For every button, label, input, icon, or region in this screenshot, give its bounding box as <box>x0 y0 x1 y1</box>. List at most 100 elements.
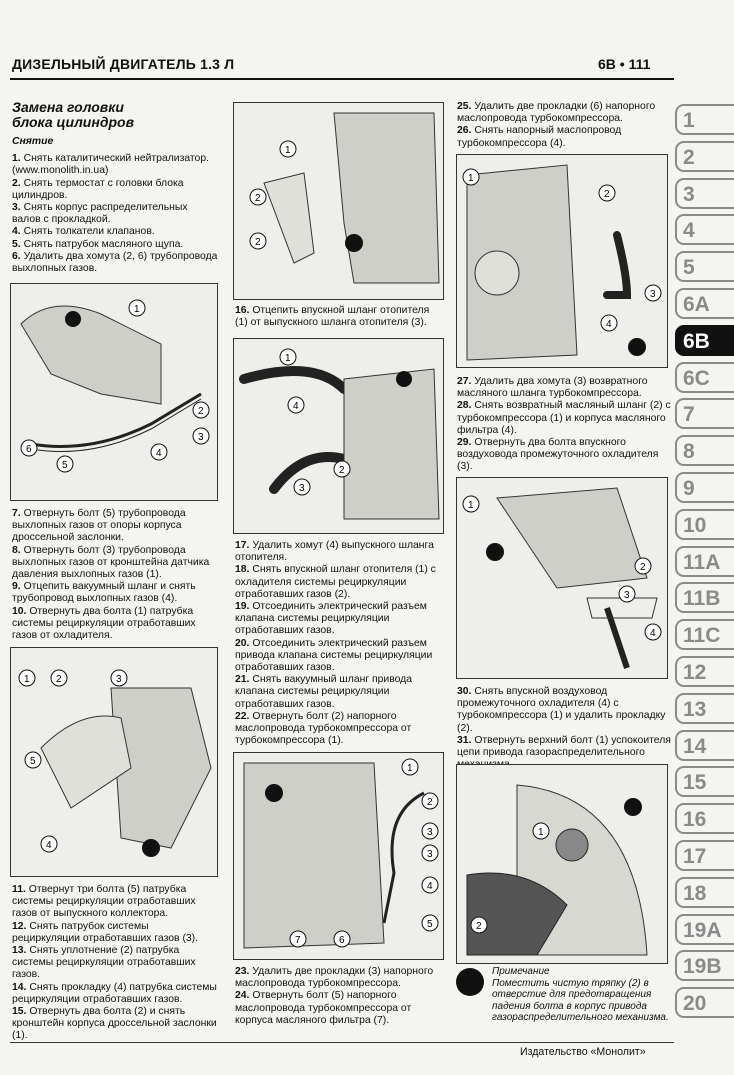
svg-text:7: 7 <box>295 935 301 946</box>
step: 21. Снять вакуумный шланг привода клапан… <box>235 674 413 710</box>
middle-column-2: 17. Удалить хомут (4) выпускного шланга … <box>235 540 443 747</box>
tab-13[interactable]: 13 <box>675 692 734 724</box>
svg-text:1: 1 <box>538 827 544 838</box>
figure-chain-damper: 1 2 <box>456 764 668 964</box>
svg-text:2: 2 <box>255 193 261 204</box>
tab-17[interactable]: 17 <box>675 839 734 871</box>
svg-text:1: 1 <box>24 674 30 685</box>
chapter-tabs: 1 2 3 4 5 6A 6B 6C 7 8 9 10 11A 11B 11C … <box>675 104 734 1024</box>
svg-text:3: 3 <box>624 590 630 601</box>
step: 30. Снять впускной воздуховод промежуточ… <box>457 686 666 734</box>
tab-8[interactable]: 8 <box>675 435 734 467</box>
figure-oil-feed-pipe-drawing: 1 2 3 3 4 5 6 7 <box>243 758 439 949</box>
tab-16[interactable]: 16 <box>675 803 734 835</box>
svg-text:4: 4 <box>606 319 612 330</box>
tab-6a[interactable]: 6A <box>675 287 734 319</box>
tab-19a[interactable]: 19A <box>675 913 734 945</box>
header-rule <box>10 78 674 80</box>
svg-text:3: 3 <box>299 483 305 494</box>
svg-text:1: 1 <box>134 304 140 315</box>
figure-throttle-bracket: 1 2 2 <box>233 102 444 300</box>
step: 3. Снять корпус распределительных валов … <box>12 202 188 226</box>
svg-text:3: 3 <box>198 432 204 443</box>
tab-18[interactable]: 18 <box>675 876 734 908</box>
tab-1[interactable]: 1 <box>675 104 734 135</box>
step: 18. Снять впускной шланг отопителя (1) с… <box>235 564 436 600</box>
svg-text:3: 3 <box>116 674 122 685</box>
step: 2. Снять термостат с головки блока цилин… <box>12 177 184 201</box>
step: 5. Снять патрубок масляного щупа. <box>12 238 184 250</box>
tab-6c[interactable]: 6C <box>675 361 734 393</box>
svg-text:3: 3 <box>650 289 656 300</box>
tab-4[interactable]: 4 <box>675 214 734 246</box>
svg-text:6: 6 <box>26 444 32 455</box>
tab-3[interactable]: 3 <box>675 177 734 209</box>
left-column-bottom: 11. Отвернут три болта (5) патрубка сист… <box>12 884 218 1043</box>
figure-egr-pipe-drawing: 1 2 3 5 4 <box>18 669 212 857</box>
step: 26. Снять напорный маслопровод турбокомп… <box>457 125 622 149</box>
step: 20. Отсоединить электрический разъем при… <box>235 637 433 674</box>
tab-11a[interactable]: 11A <box>675 545 734 577</box>
svg-text:1: 1 <box>285 145 291 156</box>
svg-text:2: 2 <box>56 674 62 685</box>
right-column-3: 30. Снять впускной воздуховод промежуточ… <box>457 686 671 771</box>
tab-6b[interactable]: 6B <box>675 324 734 356</box>
step: 14. Снять прокладку (4) патрубка системы… <box>12 981 217 1005</box>
right-column-2: 27. Удалить два хомута (3) возвратного м… <box>457 376 671 474</box>
note-title: Примечание <box>492 966 550 977</box>
svg-text:4: 4 <box>650 628 656 639</box>
step: 17. Удалить хомут (4) выпускного шланга … <box>235 540 434 564</box>
svg-text:4: 4 <box>427 881 433 892</box>
figure-egr-pipe: 1 2 3 5 4 <box>10 647 218 877</box>
left-column-top: Замена головки блока цилиндров Снятие 1.… <box>12 100 218 275</box>
step: 19. Отсоединить электрический разъем кла… <box>235 601 427 637</box>
svg-text:2: 2 <box>339 465 345 476</box>
svg-text:1: 1 <box>407 763 413 774</box>
svg-text:1: 1 <box>468 500 474 511</box>
figure-oil-feed-pipe: 1 2 3 3 4 5 6 7 <box>233 752 444 960</box>
svg-text:2: 2 <box>640 562 646 573</box>
tab-11c[interactable]: 11C <box>675 619 734 651</box>
tab-19b[interactable]: 19B <box>675 950 734 982</box>
section-title: Замена головки блока цилиндров <box>12 99 135 130</box>
svg-text:4: 4 <box>156 448 162 459</box>
step: 29. Отвернуть два болта впускного воздух… <box>457 437 659 473</box>
figure-heater-hoses: 1 4 2 3 <box>233 338 444 534</box>
footer-rule <box>10 1042 674 1043</box>
svg-text:5: 5 <box>62 460 68 471</box>
tab-9[interactable]: 9 <box>675 471 734 503</box>
svg-text:5: 5 <box>427 919 433 930</box>
step: 28. Снять возвратный масляный шланг (2) … <box>457 400 671 436</box>
figure-exhaust-pipe: 1 2 3 4 5 6 <box>10 283 218 501</box>
middle-column-3: 23. Удалить две прокладки (3) напорного … <box>235 966 445 1027</box>
tab-2[interactable]: 2 <box>675 140 734 172</box>
svg-text:3: 3 <box>427 849 433 860</box>
step: 8. Отвернуть болт (3) трубопровода выхло… <box>12 544 210 581</box>
svg-text:2: 2 <box>427 797 433 808</box>
svg-text:2: 2 <box>198 406 204 417</box>
step: 7. Отвернуть болт (5) трубопровода выхло… <box>12 508 186 544</box>
svg-text:6: 6 <box>339 935 345 946</box>
tab-10[interactable]: 10 <box>675 508 734 540</box>
step: 25. Удалить две прокладки (6) напорного … <box>457 101 656 125</box>
tab-14[interactable]: 14 <box>675 729 734 761</box>
figure-throttle-bracket-drawing: 1 2 2 <box>249 112 440 284</box>
tab-20[interactable]: 20 <box>675 987 734 1019</box>
tab-7[interactable]: 7 <box>675 398 734 430</box>
svg-text:2: 2 <box>604 189 610 200</box>
section-subtitle: Снятие <box>12 136 54 147</box>
tab-5[interactable]: 5 <box>675 251 734 283</box>
step: 13. Снять уплотнение (2) патрубка систем… <box>12 945 196 981</box>
figure-oil-return-hose: 1 2 3 4 <box>456 154 668 368</box>
footer-publisher: Издательство «Монолит» <box>520 1046 646 1058</box>
figure-intercooler-duct: 1 2 3 4 <box>456 477 668 679</box>
step: 27. Удалить два хомута (3) возвратного м… <box>457 376 648 400</box>
tab-15[interactable]: 15 <box>675 766 734 798</box>
tab-12[interactable]: 12 <box>675 655 734 687</box>
note-icon <box>456 968 484 996</box>
step: 15. Отвернуть два болта (2) и снять крон… <box>12 1006 217 1042</box>
note-block: Примечание Поместить чистую тряпку (2) в… <box>456 966 670 1024</box>
tab-11b[interactable]: 11B <box>675 582 734 614</box>
svg-text:4: 4 <box>293 401 299 412</box>
step: 10. Отвернуть два болта (1) патрубка сис… <box>12 605 196 642</box>
